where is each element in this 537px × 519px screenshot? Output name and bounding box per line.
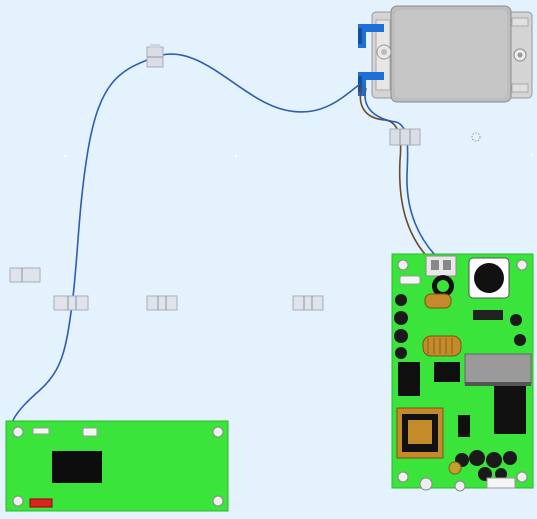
cable-clip — [292, 295, 324, 311]
inductor-coil — [424, 293, 452, 309]
power-component — [473, 310, 503, 320]
cable-clip — [53, 295, 89, 311]
potentiometer — [448, 461, 462, 475]
power-component — [458, 415, 470, 437]
mounting-hole-icon — [397, 471, 409, 483]
input-terminal — [425, 255, 457, 277]
power-supply-board[interactable] — [391, 253, 534, 492]
mounting-hole-icon — [516, 259, 528, 271]
cable-clip — [146, 295, 178, 311]
inductor-coil — [422, 335, 462, 357]
power-component — [494, 386, 526, 434]
cable-clip — [9, 267, 41, 283]
header-connector — [82, 427, 98, 437]
mounting-hole-icon — [397, 259, 409, 271]
wire-terminal — [29, 498, 53, 508]
reference-dots — [63, 132, 534, 158]
power-component — [398, 362, 420, 396]
mounting-hole-icon — [12, 426, 24, 438]
spade-connector-top — [358, 24, 384, 48]
mounting-hole-icon — [212, 495, 224, 507]
output-connector — [486, 477, 516, 489]
header-connector — [32, 427, 50, 435]
mounting-hole-icon — [212, 426, 224, 438]
mounting-hole-icon — [516, 471, 528, 483]
fuse — [399, 275, 421, 285]
heatsink — [464, 353, 532, 385]
mains-filter[interactable] — [358, 5, 533, 103]
control-board[interactable] — [5, 420, 229, 512]
mounting-hole-icon — [12, 495, 24, 507]
cable-clip — [389, 128, 421, 146]
display-module — [52, 451, 102, 483]
power-component — [434, 362, 460, 382]
cable-clip — [146, 44, 164, 68]
capacitor-group — [394, 294, 526, 481]
